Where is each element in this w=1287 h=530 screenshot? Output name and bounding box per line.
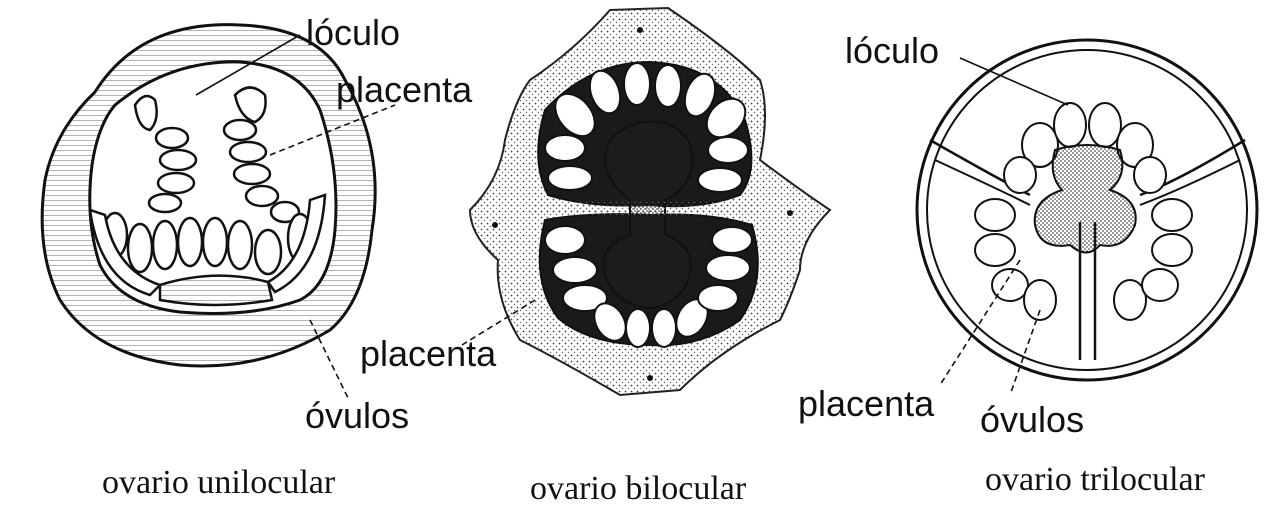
trilocular-caption: ovario trilocular xyxy=(985,463,1205,497)
unilocular-placenta-base xyxy=(160,276,272,305)
trilocular-loculo-label: lóculo xyxy=(845,33,939,69)
bilocular-ovary-drawing xyxy=(462,8,830,395)
unilocular-placenta-label: placenta xyxy=(336,72,472,108)
bilocular-placenta-label: placenta xyxy=(360,336,496,372)
bilocular-septum xyxy=(530,200,760,216)
trilocular-ovulos-label: óvulos xyxy=(980,402,1084,438)
bilocular-caption: ovario bilocular xyxy=(530,472,746,506)
unilocular-caption: ovario unilocular xyxy=(102,466,335,500)
trilocular-ovary-drawing xyxy=(917,40,1257,395)
unilocular-loculo-label: lóculo xyxy=(306,15,400,51)
unilocular-ovulos-label: óvulos xyxy=(305,398,409,434)
trilocular-placenta-label: placenta xyxy=(798,386,934,422)
